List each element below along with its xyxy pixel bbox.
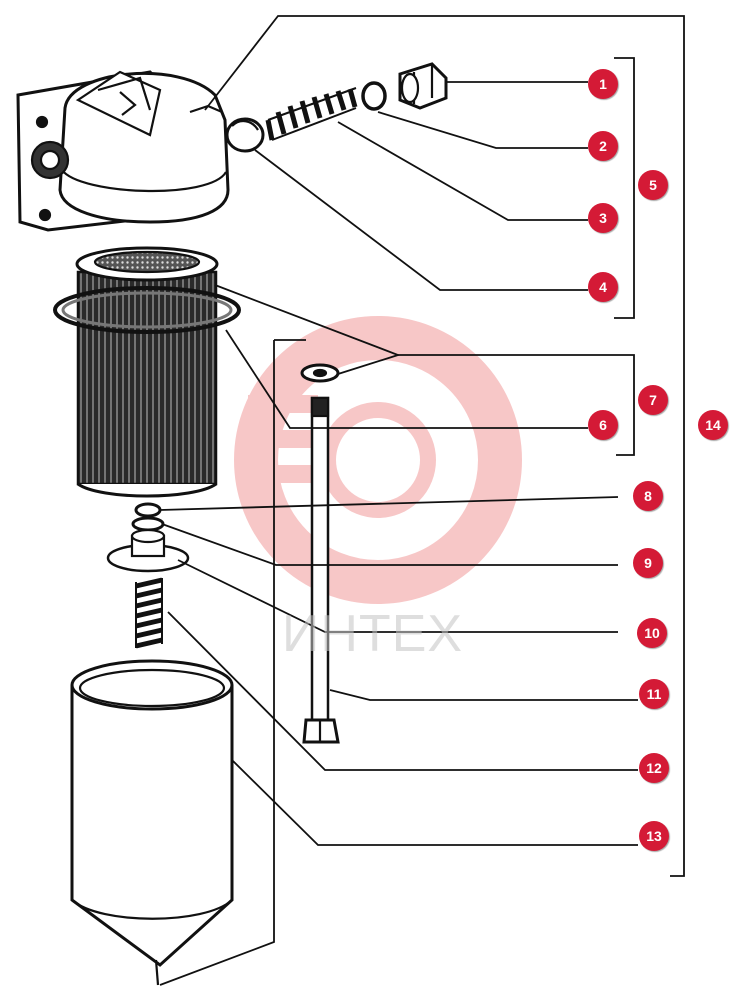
callout-2[interactable]: 2 xyxy=(588,131,618,161)
filter-element xyxy=(53,246,241,498)
spring-seat xyxy=(106,528,190,573)
callout-7[interactable]: 7 xyxy=(638,385,668,415)
callout-8[interactable]: 8 xyxy=(633,481,663,511)
callout-12[interactable]: 12 xyxy=(639,753,669,783)
spring xyxy=(135,577,163,649)
callout-9[interactable]: 9 xyxy=(633,548,663,578)
filter-bowl xyxy=(70,659,234,986)
callout-11[interactable]: 11 xyxy=(639,679,669,709)
callout-1[interactable]: 1 xyxy=(588,69,618,99)
callout-6[interactable]: 6 xyxy=(588,410,618,440)
callout-5[interactable]: 5 xyxy=(638,170,668,200)
callout-3[interactable]: 3 xyxy=(588,203,618,233)
bypass-valve-parts xyxy=(225,62,448,153)
leader-lines xyxy=(159,15,685,986)
callout-13[interactable]: 13 xyxy=(639,821,669,851)
callout-4[interactable]: 4 xyxy=(588,272,618,302)
line-art xyxy=(16,15,685,986)
callout-10[interactable]: 10 xyxy=(637,618,667,648)
filter-head xyxy=(16,70,230,232)
center-bolt xyxy=(300,363,340,744)
callout-14[interactable]: 14 xyxy=(698,410,728,440)
